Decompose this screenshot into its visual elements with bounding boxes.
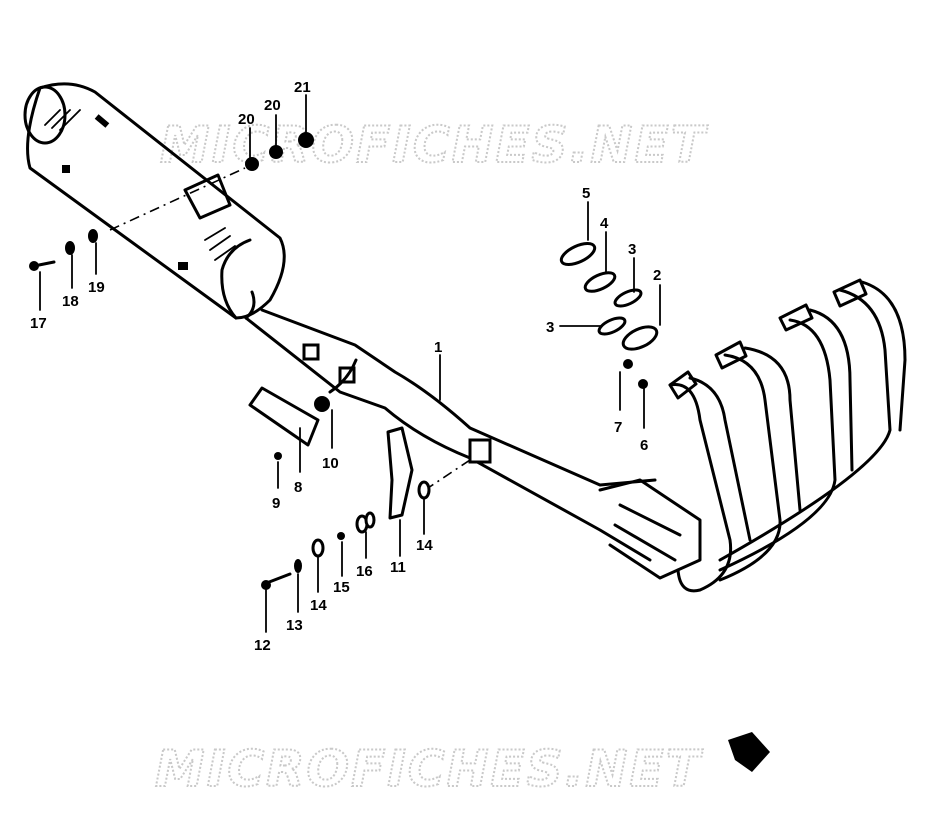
bracket-11 xyxy=(386,426,492,520)
part-label-14a: 14 xyxy=(310,597,327,614)
part-label-5: 5 xyxy=(582,185,590,202)
part-label-16: 16 xyxy=(356,563,373,580)
part-label-11: 11 xyxy=(390,559,406,576)
part-label-14b: 14 xyxy=(416,537,433,554)
part-label-7: 7 xyxy=(614,419,622,436)
part-label-18: 18 xyxy=(62,293,79,310)
part-label-20a: 20 xyxy=(238,111,255,128)
part-label-8: 8 xyxy=(294,479,302,496)
part-label-3b: 3 xyxy=(546,319,554,336)
part-label-1: 1 xyxy=(434,339,442,356)
front-arrow-icon xyxy=(728,732,770,772)
muffler xyxy=(23,82,286,320)
part-label-19: 19 xyxy=(88,279,105,296)
stay-8 xyxy=(248,386,320,447)
part-label-9: 9 xyxy=(272,495,280,512)
header-pipes xyxy=(598,278,907,593)
part-label-6: 6 xyxy=(640,437,648,454)
part-label-4: 4 xyxy=(600,215,609,232)
part-label-12: 12 xyxy=(254,637,271,654)
part-label-20b: 20 xyxy=(264,97,281,114)
watermark-bottom: MICROFICHES.NET xyxy=(155,740,704,798)
part-label-2: 2 xyxy=(653,267,661,284)
part-label-15: 15 xyxy=(333,579,350,596)
part-label-17: 17 xyxy=(30,315,47,332)
exhaust-pipe xyxy=(244,290,657,562)
part-label-10: 10 xyxy=(322,455,339,472)
small-hardware xyxy=(29,132,431,590)
gasket-stack xyxy=(559,241,659,389)
part-label-3a: 3 xyxy=(628,241,636,258)
part-label-13: 13 xyxy=(286,617,303,634)
leader-lines xyxy=(39,94,661,633)
part-label-21: 21 xyxy=(294,79,311,96)
